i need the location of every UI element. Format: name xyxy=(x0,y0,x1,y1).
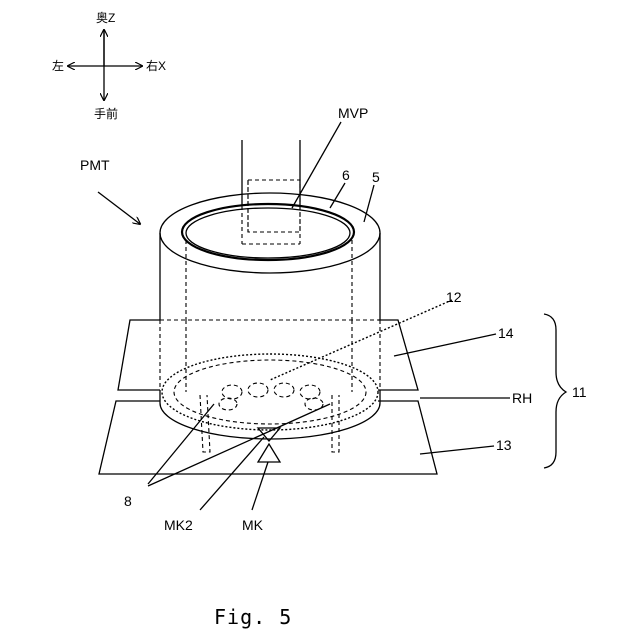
leader-lines xyxy=(148,122,510,510)
label-14: 14 xyxy=(498,325,514,341)
label-mk: MK xyxy=(242,517,264,533)
label-6: 6 xyxy=(342,167,350,183)
brace-11 xyxy=(544,314,566,468)
label-rh: RH xyxy=(512,390,532,406)
compass-right-label: 右X xyxy=(146,58,166,73)
label-5: 5 xyxy=(372,169,380,185)
label-pmt: PMT xyxy=(80,157,110,173)
mark-mk xyxy=(258,444,280,462)
label-11: 11 xyxy=(572,384,587,400)
label-mvp: MVP xyxy=(338,105,368,121)
label-12: 12 xyxy=(446,289,462,305)
label-8: 8 xyxy=(124,493,132,509)
container-5 xyxy=(160,193,380,439)
direction-compass: 奥Z 左 右X 手前 xyxy=(52,11,166,121)
figure-caption: Fig. 5 xyxy=(214,605,292,629)
label-13: 13 xyxy=(496,437,512,453)
compass-left-label: 左 xyxy=(52,58,64,73)
pmt-arrow xyxy=(98,192,140,224)
mover-mvp xyxy=(242,140,300,244)
bottom-ring-12 xyxy=(162,354,378,430)
plate-14 xyxy=(118,320,418,390)
compass-up-label: 奥Z xyxy=(96,11,115,25)
compass-down-label: 手前 xyxy=(94,106,118,121)
label-mk2: MK2 xyxy=(164,517,193,533)
